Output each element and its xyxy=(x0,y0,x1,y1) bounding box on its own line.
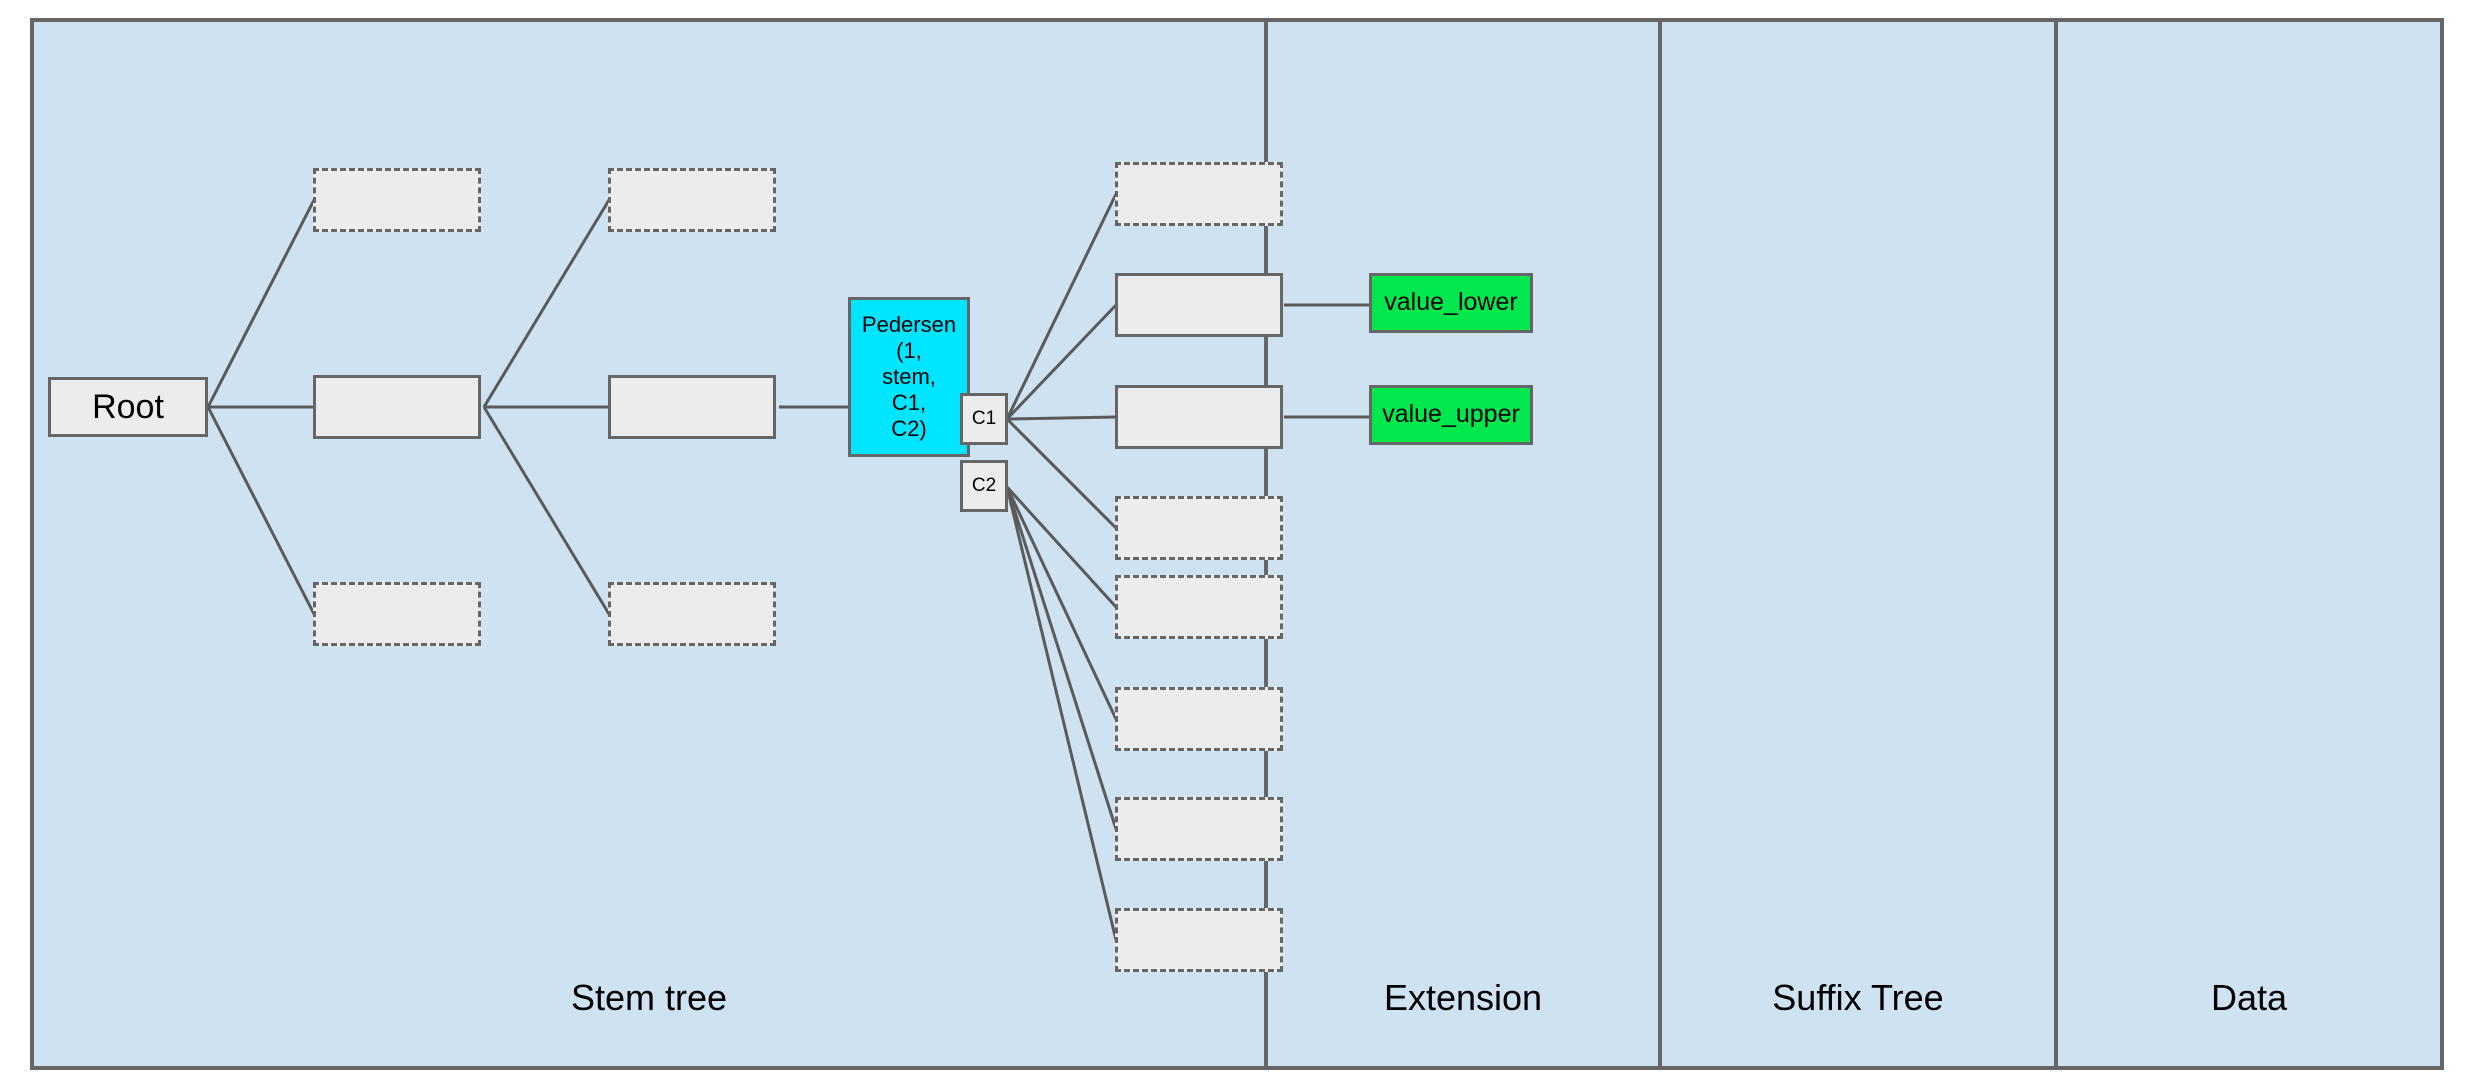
node-root-label: Root xyxy=(92,387,164,426)
pedersen-line-5: C2) xyxy=(891,415,927,441)
node-suffix-4[interactable] xyxy=(1115,496,1283,560)
edge-c2-to-s8 xyxy=(1005,486,1118,941)
node-stem-l1-mid[interactable] xyxy=(313,375,481,439)
node-suffix-8[interactable] xyxy=(1115,908,1283,972)
node-c2-label: C2 xyxy=(971,474,997,496)
edge-c2-to-s6 xyxy=(1005,486,1118,720)
edge-l1b-to-l2c xyxy=(482,406,611,615)
edge-c2-to-s7 xyxy=(1005,486,1118,830)
edge-c1-to-s2 xyxy=(1005,303,1118,421)
node-stem-l1-bottom[interactable] xyxy=(313,582,481,646)
column-label-data: Data xyxy=(2210,977,2288,1018)
edge-c1-to-s4 xyxy=(1005,417,1118,530)
value-upper-label: value_upper xyxy=(1382,400,1520,429)
node-suffix-1[interactable] xyxy=(1115,162,1283,226)
node-commitment-c2[interactable]: C2 xyxy=(960,460,1008,512)
node-suffix-6[interactable] xyxy=(1115,687,1283,751)
pedersen-line-3: stem, xyxy=(882,364,936,390)
node-stem-l2-top[interactable] xyxy=(608,168,776,232)
divider-suffix-data xyxy=(2054,22,2058,1066)
node-value-upper[interactable]: value_upper xyxy=(1369,385,1533,445)
node-suffix-7[interactable] xyxy=(1115,797,1283,861)
node-c1-label: C1 xyxy=(971,407,997,429)
value-lower-label: value_lower xyxy=(1384,288,1518,317)
edge-root-to-l1a xyxy=(206,199,316,408)
node-root[interactable]: Root xyxy=(48,377,208,437)
node-stem-l2-mid[interactable] xyxy=(608,375,776,439)
node-pedersen-commitment[interactable]: Pedersen (1, stem, C1, C2) xyxy=(848,297,970,457)
node-stem-l1-top[interactable] xyxy=(313,168,481,232)
divider-extension-suffix xyxy=(1658,22,1662,1066)
pedersen-line-2: (1, xyxy=(896,338,922,364)
edge-l1b-to-l2a xyxy=(482,199,611,408)
node-commitment-c1[interactable]: C1 xyxy=(960,393,1008,445)
column-label-extension: Extension xyxy=(1383,977,1543,1018)
edge-c2-to-s5 xyxy=(1005,485,1118,609)
edge-c1-to-s3 xyxy=(1006,415,1117,421)
node-stem-l2-bottom[interactable] xyxy=(608,582,776,646)
diagram-panel: Root Pedersen (1, stem, C1, C2) C1 C2 xyxy=(30,18,2444,1070)
node-suffix-2[interactable] xyxy=(1115,273,1283,337)
node-suffix-3[interactable] xyxy=(1115,385,1283,449)
column-label-suffix-tree: Suffix Tree xyxy=(1772,977,1944,1018)
pedersen-line-4: C1, xyxy=(891,389,927,415)
edge-c1-to-s1 xyxy=(1005,193,1118,420)
pedersen-line-1: Pedersen xyxy=(861,312,957,338)
edge-root-to-l1c xyxy=(206,406,316,615)
node-suffix-5[interactable] xyxy=(1115,575,1283,639)
node-value-lower[interactable]: value_lower xyxy=(1369,273,1533,333)
column-label-stem-tree: Stem tree xyxy=(570,977,728,1018)
